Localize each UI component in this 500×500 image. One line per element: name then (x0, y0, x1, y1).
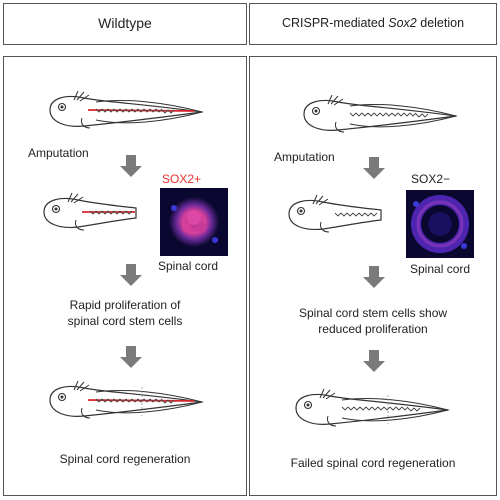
tadpole-intact-right (303, 94, 457, 133)
right-arrow-2 (363, 266, 385, 288)
header-left-box (3, 3, 247, 45)
left-amputation-label: Amputation (28, 146, 89, 160)
left-arrow-1 (120, 155, 142, 177)
left-arrow-2 (120, 264, 142, 286)
right-outcome-label: Failed spinal cord regeneration (290, 456, 456, 470)
left-step2-line1: Rapid proliferation of (69, 298, 181, 312)
right-micrograph-sox2-negative (406, 190, 474, 258)
tadpole-failed-right (295, 388, 449, 427)
right-step2-line2: reduced proliferation (318, 322, 428, 336)
header-crispr-gene: Sox2 (388, 16, 417, 30)
left-outcome-label: Spinal cord regeneration (59, 452, 191, 466)
left-sox2-marker: SOX2+ (162, 172, 202, 186)
header-crispr-prefix: CRISPR-mediated (281, 16, 389, 30)
tadpole-amputated-left (43, 192, 137, 231)
right-arrow-3 (363, 350, 385, 372)
left-spinal-cord-label: Spinal cord (158, 259, 219, 273)
header-crispr: CRISPR-mediated Sox2 deletion (249, 16, 497, 30)
right-panel-box (249, 56, 497, 496)
tadpole-amputated-right (288, 194, 382, 233)
left-arrow-3 (120, 346, 142, 368)
right-sox2-marker: SOX2− (411, 172, 451, 186)
right-step2-line1: Spinal cord stem cells show (298, 306, 448, 320)
header-wildtype: Wildtype (98, 15, 152, 31)
tadpole-intact-left (49, 90, 203, 129)
header-crispr-suffix: deletion (416, 16, 465, 30)
left-panel-box (3, 56, 247, 496)
right-amputation-label: Amputation (274, 150, 335, 164)
left-step2-line2: spinal cord stem cells (67, 314, 183, 328)
header-right-box (249, 3, 497, 45)
left-micrograph-sox2-positive (160, 188, 228, 256)
right-arrow-1 (363, 157, 385, 179)
right-spinal-cord-label: Spinal cord (410, 262, 471, 276)
tadpole-regenerated-left (49, 380, 203, 419)
